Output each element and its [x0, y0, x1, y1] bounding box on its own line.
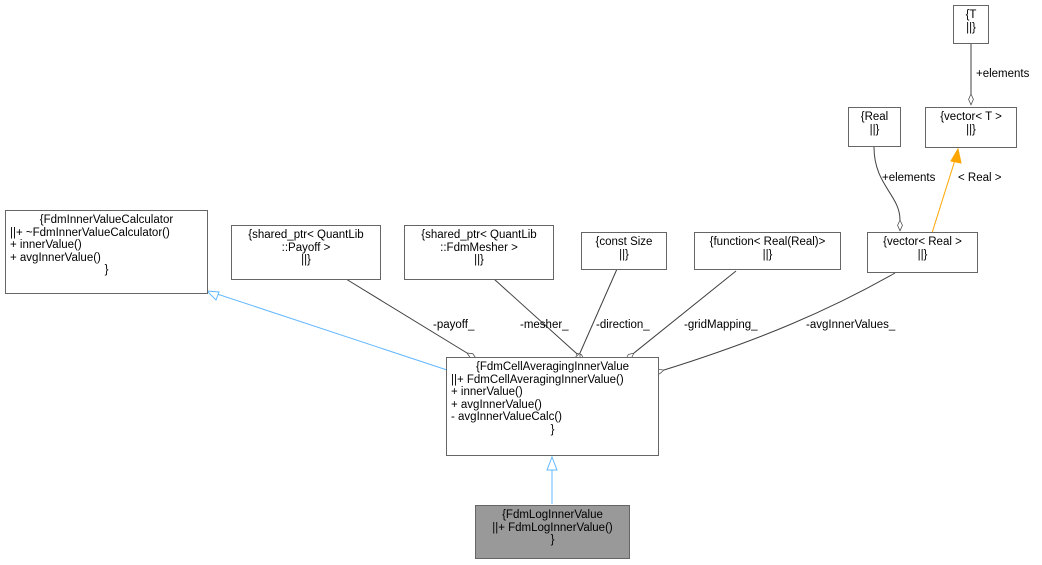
edge-grid-mapping: [634, 270, 737, 353]
label-avg-inner-values: -avgInnerValues_: [806, 319, 896, 331]
edge-avg-inner-values: [664, 272, 896, 370]
node-line: }: [550, 423, 555, 436]
class-t[interactable]: {T||}: [953, 5, 989, 44]
node-line: - avgInnerValueCalc(): [451, 411, 563, 423]
edge-elements-real: [873, 146, 900, 220]
node-line: ||}: [301, 254, 311, 266]
label-mesher: -mesher_: [520, 319, 569, 331]
label-template-real: < Real >: [958, 172, 1002, 184]
edge-mesher: [493, 278, 576, 353]
node-line: {FdmInnerValueCalculator: [39, 214, 174, 226]
node-line: ||}: [966, 21, 976, 34]
node-line: {function< Real(Real)>: [709, 236, 826, 248]
node-line: {shared_ptr< QuantLib: [248, 229, 364, 241]
node-line: }: [104, 264, 109, 276]
node-line: {vector< Real >: [883, 236, 962, 248]
arrowhead-template: [950, 147, 962, 164]
class-fdm-inner-value-calculator[interactable]: {FdmInnerValueCalculator||+ ~FdmInnerVal…: [5, 210, 208, 294]
class-shared-ptr-fdm-mesher[interactable]: {shared_ptr< QuantLib::FdmMesher >||}: [404, 225, 554, 280]
class-shared-ptr-payoff[interactable]: {shared_ptr< QuantLib::Payoff >||}: [231, 225, 381, 280]
node-line: }: [550, 534, 555, 546]
node-line: + innerValue(): [451, 386, 523, 398]
node-line: + innerValue(): [10, 239, 82, 251]
class-fdm-cell-averaging-inner-value[interactable]: {FdmCellAveragingInnerValue||+ FdmCellAv…: [446, 357, 659, 456]
node-line: {T: [965, 9, 977, 21]
node-line: ||}: [619, 248, 629, 261]
node-line: {const Size: [595, 236, 653, 248]
node-line: ::Payoff >: [281, 241, 331, 254]
arrowhead-inherit-calculator: [205, 290, 220, 301]
node-line: ||}: [966, 123, 976, 136]
node-line: ||}: [917, 248, 928, 261]
label-elements-t: +elements: [976, 68, 1030, 80]
class-vector-real[interactable]: {vector< Real >||}: [867, 232, 978, 273]
node-line: {Real: [860, 111, 889, 123]
class-vector-t[interactable]: {vector< T >||}: [925, 107, 1017, 148]
node-line: ||}: [869, 123, 880, 136]
node-line: {vector< T >: [940, 111, 1002, 123]
node-line: + avgInnerValue(): [10, 251, 101, 264]
label-elements-real: +elements: [882, 172, 936, 184]
node-line: ::FdmMesher >: [440, 241, 518, 254]
class-real[interactable]: {Real||}: [848, 107, 901, 147]
arrowhead-inherit-cell: [546, 455, 558, 471]
class-fdm-log-inner-value[interactable]: {FdmLogInnerValue||+ FdmLogInnerValue()}: [475, 505, 630, 559]
edge-direction: [580, 268, 618, 353]
node-line: ||+ FdmCellAveragingInnerValue(): [451, 373, 624, 386]
node-line: ||}: [762, 248, 773, 261]
node-line: {FdmLogInnerValue: [502, 509, 603, 521]
node-line: + avgInnerValue(): [451, 398, 542, 411]
label-payoff: -payoff_: [433, 319, 475, 331]
node-line: ||}: [474, 254, 484, 266]
node-line: {FdmCellAveragingInnerValue: [476, 361, 629, 373]
node-line: {shared_ptr< QuantLib: [421, 229, 537, 241]
node-line: ||+ ~FdmInnerValueCalculator(): [10, 226, 170, 239]
label-direction: -direction_: [596, 319, 650, 331]
edge-inherit-calculator: [207, 290, 448, 371]
class-function-real[interactable]: {function< Real(Real)>||}: [694, 232, 841, 270]
class-const-size[interactable]: {const Size||}: [581, 232, 667, 270]
node-line: ||+ FdmLogInnerValue(): [492, 521, 613, 534]
label-grid-mapping: -gridMapping_: [684, 319, 758, 331]
edge-payoff: [345, 278, 467, 353]
edge-template-real: [931, 159, 956, 234]
